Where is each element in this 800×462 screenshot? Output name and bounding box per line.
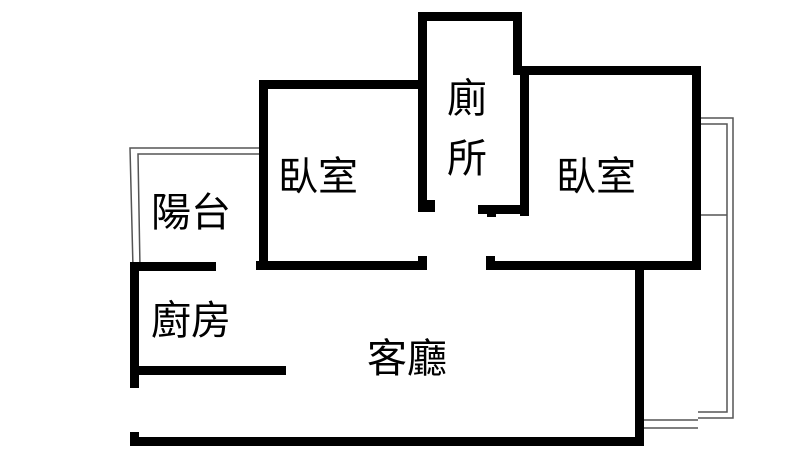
toilet-label-line1: 廁 [447,76,487,122]
bedroom-right-label: 臥室 [556,154,636,200]
balcony-outline-right [642,117,734,429]
toilet-label-line2: 所 [447,136,487,182]
balcony-outline-left [129,147,260,269]
walls [130,12,701,446]
balcony-label: 陽台 [151,190,231,236]
bedroom-left-label: 臥室 [278,154,358,200]
living-room-label: 客廳 [367,336,447,382]
kitchen-label: 廚房 [151,298,231,344]
